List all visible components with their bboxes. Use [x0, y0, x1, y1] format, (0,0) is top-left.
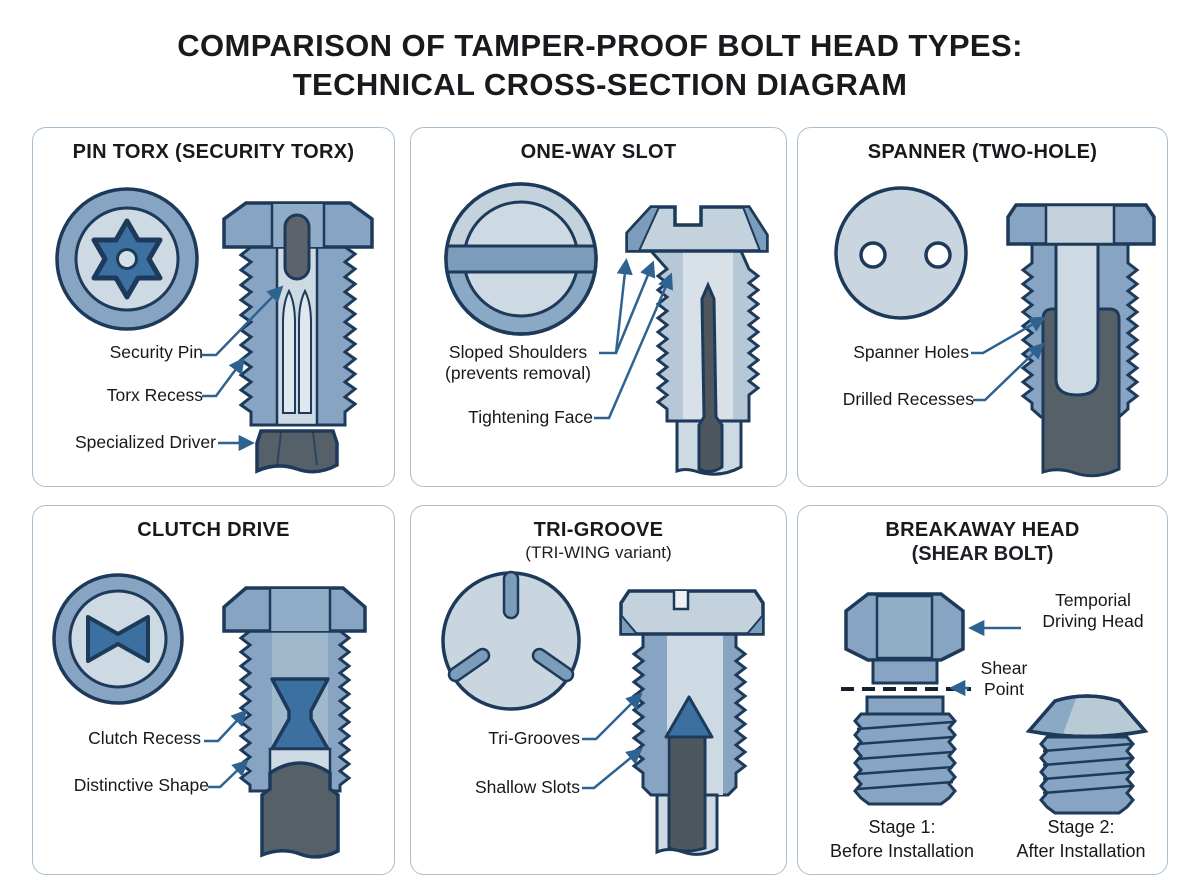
panel-one-way-slot-title: ONE-WAY SLOT — [520, 141, 677, 163]
driver-blade — [697, 281, 723, 474]
security-pin-hole — [115, 248, 138, 270]
panel-breakaway-subtitle: (SHEAR BOLT) — [911, 543, 1054, 565]
drilled-recess-channel — [1054, 242, 1099, 397]
page-title-line1: COMPARISON OF TAMPER-PROOF BOLT HEAD TYP… — [177, 28, 1023, 63]
label-tightening-face: Tightening Face — [468, 407, 593, 427]
label-stage1: Stage 1: Before Installation — [829, 817, 975, 861]
pin-torx-face-view — [54, 187, 199, 331]
one-way-slot-arrows — [593, 258, 673, 420]
label-security-pin: Security Pin — [109, 342, 203, 362]
panel-clutch-drive-title: CLUTCH DRIVE — [137, 519, 290, 541]
spanner-diagram — [833, 186, 1156, 478]
driver-bit — [259, 761, 340, 859]
label-clutch-recess: Clutch Recess — [88, 728, 201, 748]
panel-spanner: SPANNER (TWO-HOLE) Spanner Holes Drilled… — [797, 127, 1168, 487]
groove-tip-profile — [664, 695, 713, 739]
panel-spanner-title: SPANNER (TWO-HOLE) — [867, 141, 1098, 163]
page-title-line2: TECHNICAL CROSS-SECTION DIAGRAM — [292, 67, 908, 102]
panel-breakaway: BREAKAWAY HEAD (SHEAR BOLT) — [797, 505, 1168, 875]
panel-tri-groove: TRI-GROOVE (TRI-WING variant) — [410, 505, 787, 875]
driver-blade — [667, 735, 706, 853]
breakaway-arrows — [948, 619, 1021, 697]
specialized-driver-bit — [254, 429, 339, 474]
panel-clutch-drive: CLUTCH DRIVE Clutch — [32, 505, 395, 875]
breakaway-stage2-bolt — [1025, 694, 1148, 815]
spanner-hole-right — [923, 241, 952, 269]
label-shear-point: Shear Point — [980, 658, 1028, 699]
one-way-slot-band — [445, 244, 596, 274]
spanner-hole-left — [858, 241, 887, 269]
breakaway-stage1-bolt — [840, 592, 971, 806]
slotted-head — [618, 589, 765, 636]
tri-groove-slot-left — [447, 647, 490, 683]
label-driving-head: Temporial Driving Head — [1042, 590, 1144, 631]
tri-groove-slot-right — [531, 647, 574, 683]
label-spanner-holes: Spanner Holes — [853, 342, 969, 362]
tri-groove-arrows — [581, 692, 643, 790]
label-shallow-slots: Shallow Slots — [474, 777, 580, 797]
label-specialized-driver: Specialized Driver — [74, 432, 216, 452]
clutch-face-view — [51, 573, 184, 705]
label-torx-recess: Torx Recess — [106, 385, 203, 405]
label-distinctive-shape: Distinctive Shape — [73, 775, 209, 795]
panel-pin-torx-title: PIN TORX (SECURITY TORX) — [72, 141, 355, 163]
panel-tri-groove-subtitle: (TRI-WING variant) — [525, 543, 672, 562]
breakaway-diagram — [840, 592, 1148, 815]
spanner-cross-section — [1005, 203, 1156, 478]
pin-torx-cross-section — [221, 201, 374, 474]
tri-groove-diagram — [440, 570, 765, 856]
head-slot-notch — [672, 591, 689, 611]
threaded-shank — [852, 712, 957, 806]
spanner-arrows — [970, 316, 1046, 402]
clutch-cross-section — [221, 586, 367, 859]
label-stage2: Stage 2: After Installation — [1016, 817, 1146, 861]
panel-pin-torx: PIN TORX (SECURITY TORX) — [32, 127, 395, 487]
tri-groove-cross-section — [618, 589, 765, 856]
label-sloped-shoulders: Sloped Shoulders (prevents removal) — [445, 342, 591, 383]
one-way-slot-cross-section — [624, 205, 769, 476]
label-drilled-recesses: Drilled Recesses — [842, 389, 974, 409]
one-way-slot-face-view — [443, 182, 598, 336]
pin-torx-arrows — [201, 285, 283, 452]
clutch-arrows — [203, 709, 249, 789]
tri-groove-face-view — [440, 570, 581, 711]
spanner-face-view — [833, 186, 968, 320]
clutch-drive-diagram — [51, 573, 367, 859]
one-way-slot-diagram — [443, 182, 769, 476]
tri-groove-slot-top — [502, 570, 519, 620]
page-title: COMPARISON OF TAMPER-PROOF BOLT HEAD TYP… — [0, 26, 1200, 104]
label-tri-grooves: Tri-Grooves — [488, 728, 580, 748]
panel-tri-groove-title: TRI-GROOVE — [533, 519, 664, 541]
panel-one-way-slot: ONE-WAY SLOT — [410, 127, 787, 487]
pin-torx-diagram — [54, 187, 374, 474]
panel-breakaway-title: BREAKAWAY HEAD — [885, 519, 1080, 541]
security-pin — [283, 213, 310, 281]
clutch-bowtie-recess — [85, 615, 150, 663]
